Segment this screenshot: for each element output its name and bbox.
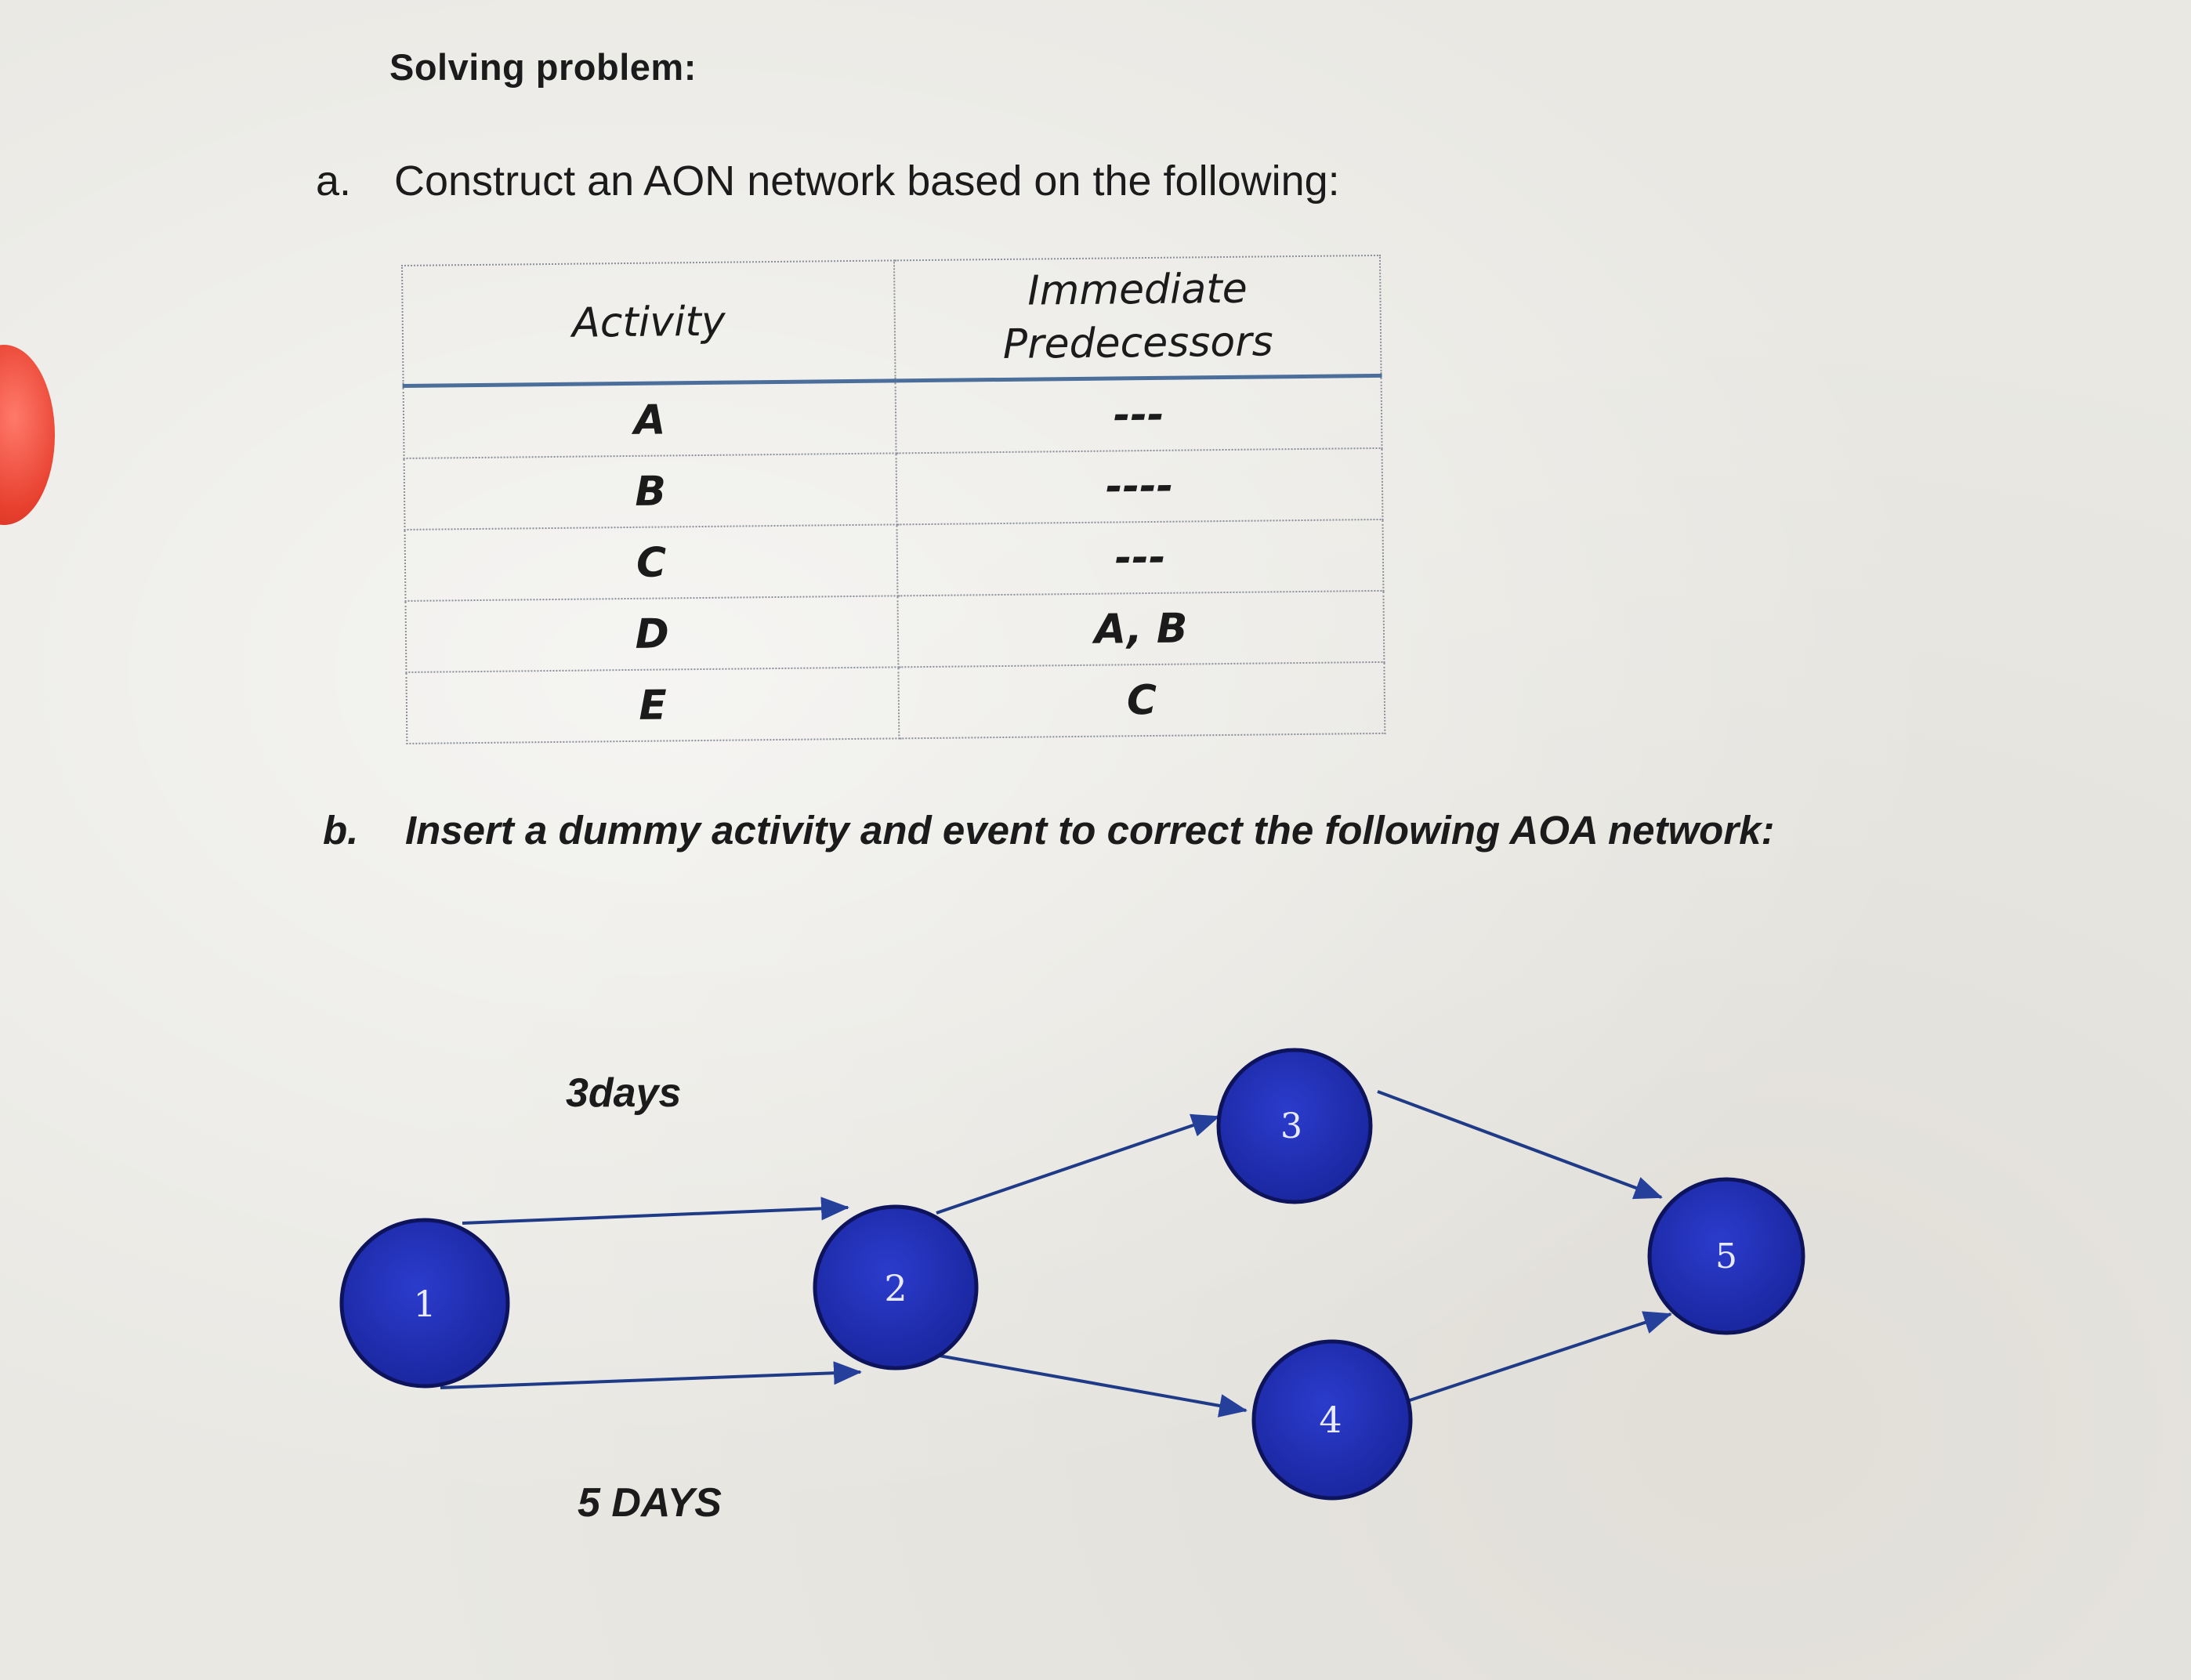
- node-1-label: 1: [413, 1283, 436, 1325]
- node-4: 4: [1251, 1339, 1413, 1501]
- question-b-text: Insert a dummy activity and event to cor…: [405, 808, 1775, 853]
- node-4-label: 4: [1319, 1399, 1342, 1441]
- page-heading: Solving problem:: [389, 46, 697, 88]
- node-3-label: 3: [1280, 1106, 1302, 1146]
- question-a: a. Construct an AON network based on the …: [316, 157, 1340, 205]
- node-5-label: 5: [1715, 1236, 1737, 1276]
- node-2: 2: [813, 1204, 979, 1370]
- question-a-text: Construct an AON network based on the fo…: [394, 158, 1340, 205]
- question-b: b. Insert a dummy activity and event to c…: [323, 807, 1775, 853]
- edge-label-3days: 3days: [566, 1070, 682, 1116]
- node-5: 5: [1647, 1177, 1805, 1335]
- question-a-label: a.: [316, 158, 352, 205]
- edge-label-5days: 5 DAYS: [578, 1480, 722, 1526]
- edge-2-3: [936, 1113, 1220, 1215]
- edge-4-5: [1402, 1311, 1672, 1404]
- node-2-label: 2: [884, 1267, 907, 1309]
- edge-1-2-bottom: [440, 1361, 862, 1389]
- edge-3-5: [1377, 1090, 1663, 1200]
- edge-1-2-top: [462, 1197, 849, 1225]
- node-1: 1: [339, 1218, 510, 1389]
- node-3: 3: [1216, 1048, 1373, 1204]
- question-b-label: b.: [323, 808, 359, 853]
- edge-2-4: [938, 1354, 1248, 1418]
